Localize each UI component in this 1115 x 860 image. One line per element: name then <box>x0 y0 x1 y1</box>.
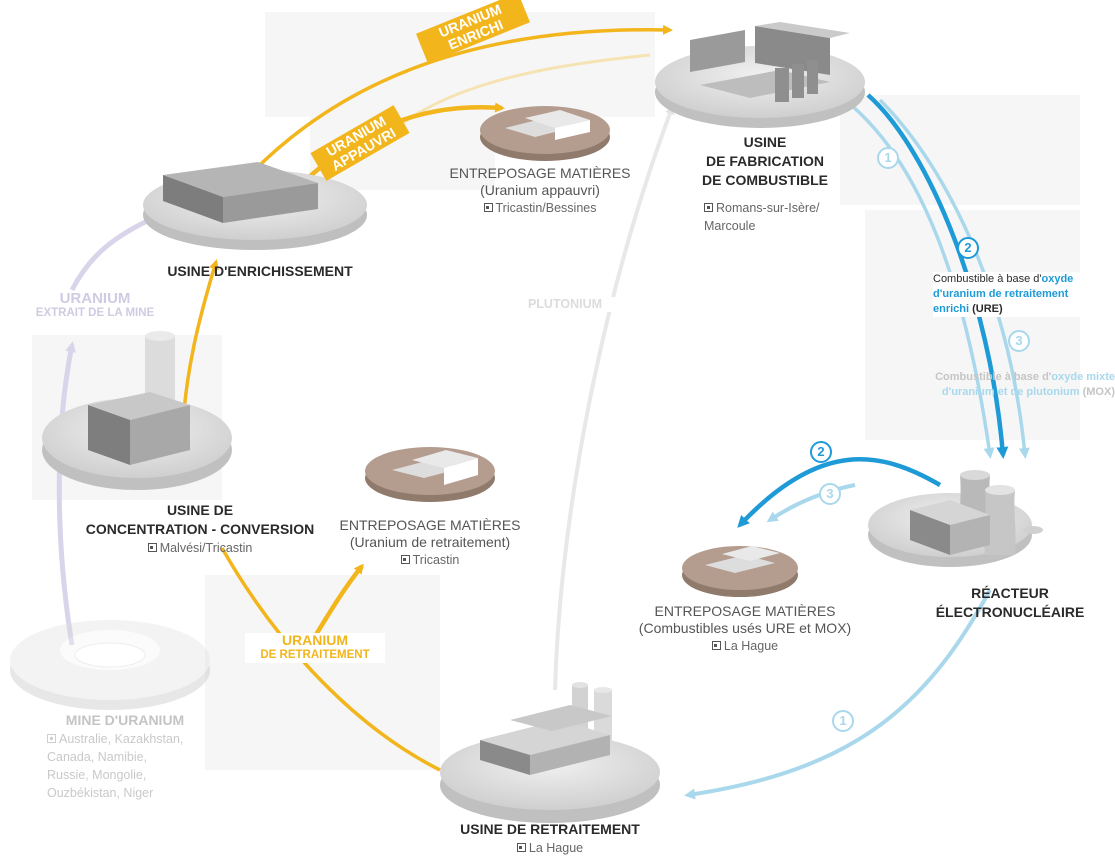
flow-label-mined: URANIUM EXTRAIT DE LA MINE <box>15 291 175 321</box>
storage-spent-loc: La Hague <box>723 639 779 653</box>
storage-depleted-subtitle: (Uranium appauvri) <box>480 182 600 198</box>
note-mox-hl1: oxyde mixte <box>1051 371 1115 383</box>
storage-repro-loc: Tricastin <box>412 553 460 567</box>
location-square-icon <box>711 641 721 650</box>
label-reprocessing: USINE DE RETRAITEMENT La Hague <box>420 820 680 857</box>
conversion-loc: Malvési/Tricastin <box>159 541 253 555</box>
label-reactor: RÉACTEUR ÉLECTRONUCLÉAIRE <box>920 584 1100 622</box>
reactor-illustration <box>868 470 1043 567</box>
note-ure-hl1: oxyde <box>1041 273 1074 285</box>
mine-loc-4: Ouzbékistan, Niger <box>47 786 154 800</box>
marker-3-top: 3 <box>1008 330 1030 352</box>
label-enrichment: USINE D'ENRICHISSEMENT <box>130 262 390 281</box>
mine-illustration <box>10 620 210 710</box>
enrichment-title: USINE D'ENRICHISSEMENT <box>167 263 353 279</box>
marker-1-bottom: 1 <box>832 710 854 732</box>
location-square-icon <box>147 543 157 552</box>
location-square-icon <box>47 734 56 743</box>
storage-spent-subtitle: (Combustibles usés URE et MOX) <box>638 620 852 636</box>
storage-spent-title: ENTREPOSAGE MATIÈRES <box>654 603 836 619</box>
conversion-plant-illustration <box>42 331 232 490</box>
flow-label-repro-uranium: URANIUM DE RETRAITEMENT <box>245 633 385 663</box>
flow-arrows <box>56 24 1030 800</box>
reprocessing-illustration <box>440 682 660 823</box>
label-storage-depleted: ENTREPOSAGE MATIÈRES (Uranium appauvri) … <box>440 165 640 217</box>
marker-2-reactor: 2 <box>810 441 832 463</box>
conversion-title-1: USINE DE <box>166 502 234 518</box>
conversion-title-2: CONCENTRATION - CONVERSION <box>85 521 315 537</box>
location-square-icon <box>704 203 713 212</box>
note-ure: Combustible à base d'oxyde d'uranium de … <box>933 272 1108 317</box>
fuel-title-2: DE FABRICATION <box>706 153 824 169</box>
storage-repro-illustration <box>365 447 495 502</box>
reactor-title-1: RÉACTEUR <box>971 585 1049 601</box>
fuel-location: Romans-sur-Isère/ Marcoule <box>690 199 864 235</box>
label-fuel-plant: USINE DE FABRICATION DE COMBUSTIBLE <box>680 133 850 190</box>
note-mox: Combustible à base d'oxyde mixte d'urani… <box>915 370 1115 400</box>
note-mox-hl2: d'uranium et de plutonium <box>941 386 1080 398</box>
location-square-icon <box>516 843 526 852</box>
fuel-loc-2: Marcoule <box>704 219 756 233</box>
enrichment-plant-illustration <box>143 162 367 250</box>
reprocessing-title: USINE DE RETRAITEMENT <box>460 821 640 837</box>
label-storage-spent: ENTREPOSAGE MATIÈRES (Combustibles usés … <box>625 603 865 655</box>
note-ure-prefix: Combustible à base d' <box>933 273 1042 285</box>
fuel-loc-1: Romans-sur-Isère/ <box>716 201 820 215</box>
fuel-plant-illustration <box>655 22 865 128</box>
mine-loc-3: Russie, Mongolie, <box>47 768 147 782</box>
storage-spent-illustration <box>682 546 798 597</box>
flow-mined-line1: URANIUM <box>59 290 131 307</box>
note-ure-suffix: (URE) <box>969 303 1003 315</box>
flow-repro-line1: URANIUM <box>281 632 349 648</box>
reprocessing-loc: La Hague <box>528 841 584 855</box>
reactor-title-2: ÉLECTRONUCLÉAIRE <box>935 604 1085 620</box>
fuel-title-3: DE COMBUSTIBLE <box>702 172 828 188</box>
note-mox-suffix: (MOX) <box>1079 386 1115 398</box>
marker-2-top: 2 <box>957 237 979 259</box>
mine-loc-2: Canada, Namibie, <box>47 750 148 764</box>
note-ure-hl3: enrichi <box>933 303 970 315</box>
flow-label-plutonium: PLUTONIUM <box>515 297 615 312</box>
storage-depleted-title: ENTREPOSAGE MATIÈRES <box>449 165 631 181</box>
marker-3-reactor: 3 <box>819 483 841 505</box>
storage-repro-title: ENTREPOSAGE MATIÈRES <box>339 517 521 533</box>
label-conversion: USINE DE CONCENTRATION - CONVERSION Malv… <box>55 501 345 557</box>
label-mine: MINE D'URANIUM Australie, Kazakhstan, Ca… <box>25 711 225 802</box>
storage-depleted-loc: Tricastin/Bessines <box>495 201 597 215</box>
flow-repro-line2: DE RETRAITEMENT <box>260 649 370 661</box>
location-square-icon <box>400 555 410 564</box>
location-square-icon <box>483 203 493 212</box>
storage-depleted-illustration <box>480 106 610 161</box>
mine-title: MINE D'URANIUM <box>65 712 185 728</box>
label-storage-repro: ENTREPOSAGE MATIÈRES (Uranium de retrait… <box>330 517 530 569</box>
note-ure-hl2: d'uranium de retraitement <box>933 288 1069 300</box>
marker-1-top: 1 <box>877 147 899 169</box>
note-mox-prefix: Combustible à base d' <box>935 371 1052 383</box>
storage-repro-subtitle: (Uranium de retraitement) <box>349 534 511 550</box>
mine-loc-1: Australie, Kazakhstan, <box>59 732 184 746</box>
fuel-title-1: USINE <box>743 134 787 150</box>
flow-mined-line2: EXTRAIT DE LA MINE <box>35 307 155 319</box>
